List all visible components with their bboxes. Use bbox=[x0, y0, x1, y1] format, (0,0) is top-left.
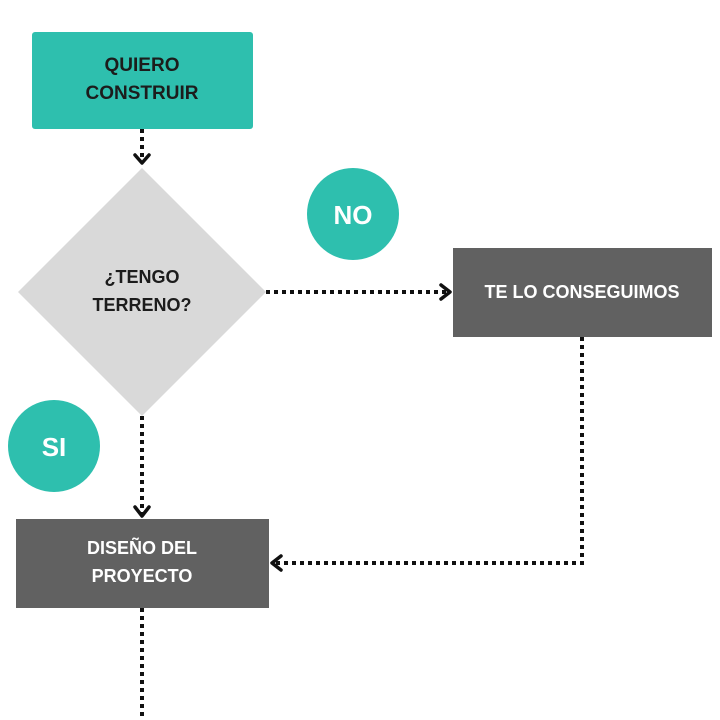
get-land-label: TE LO CONSEGUIMOS bbox=[484, 282, 679, 302]
start-node-label-line2: CONSTRUIR bbox=[86, 83, 199, 104]
start-node-box bbox=[32, 32, 253, 129]
yes-badge-label: SI bbox=[42, 432, 67, 462]
connectors bbox=[133, 129, 584, 720]
decision-node: ¿TENGO TERRENO? bbox=[18, 168, 266, 416]
design-node: DISEÑO DEL PROYECTO bbox=[16, 519, 269, 608]
yes-badge: SI bbox=[8, 400, 100, 492]
arrowhead-start-to-decision bbox=[133, 153, 151, 165]
arrowhead-decision-to-get-land bbox=[439, 283, 452, 301]
arrowhead-get-land-to-design bbox=[270, 554, 283, 572]
arrowhead-decision-to-design bbox=[133, 505, 151, 518]
decision-diamond bbox=[18, 168, 266, 416]
get-land-box bbox=[453, 248, 712, 337]
get-land-node: TE LO CONSEGUIMOS bbox=[453, 248, 712, 337]
start-node-label-line1: QUIERO bbox=[105, 55, 180, 76]
start-node: QUIERO CONSTRUIR bbox=[32, 32, 253, 129]
yes-badge-circle bbox=[8, 400, 100, 492]
design-box bbox=[16, 519, 269, 608]
design-label-line2: PROYECTO bbox=[92, 566, 193, 586]
decision-label-line1: ¿TENGO bbox=[105, 267, 180, 287]
decision-label-line2: TERRENO? bbox=[93, 295, 192, 315]
connector-get-land-to-design bbox=[274, 337, 584, 565]
no-badge-label: NO bbox=[334, 200, 373, 230]
no-badge-circle bbox=[307, 168, 399, 260]
design-label-line1: DISEÑO DEL bbox=[87, 537, 197, 558]
no-badge: NO bbox=[307, 168, 399, 260]
